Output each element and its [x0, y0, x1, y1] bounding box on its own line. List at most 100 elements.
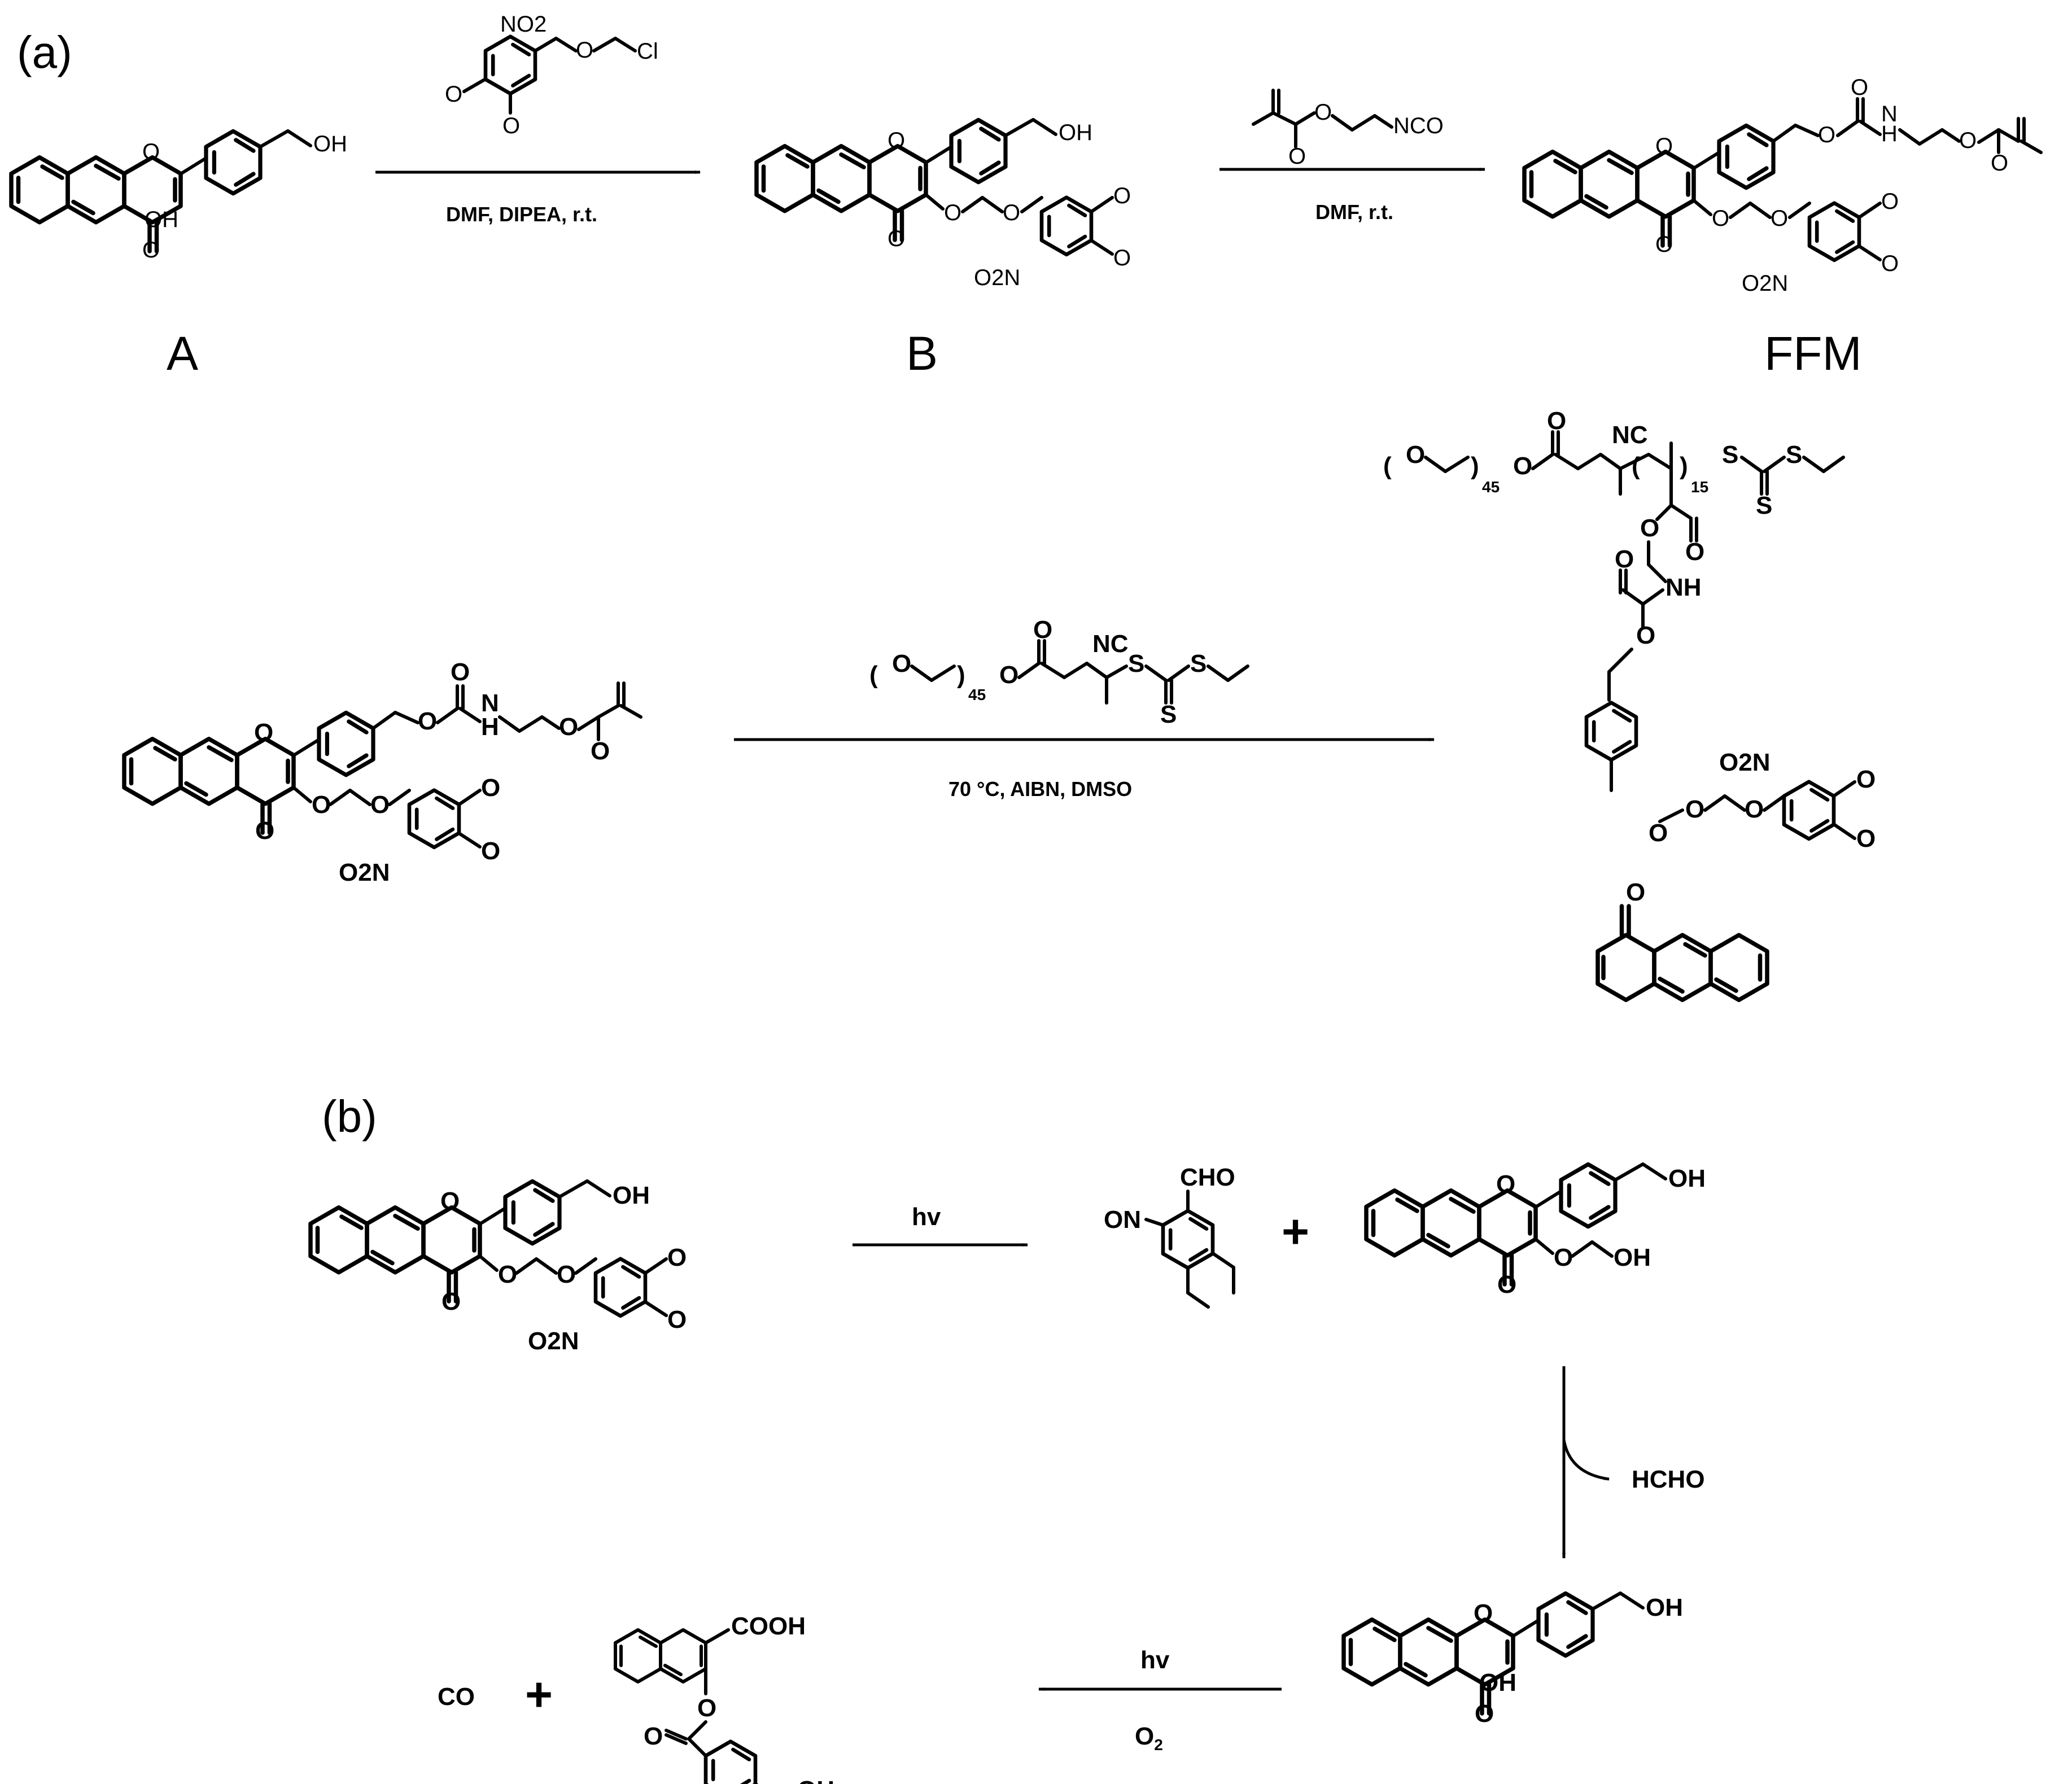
compound-A-label: A — [167, 327, 198, 380]
ester-oxygen-label: O — [1314, 100, 1332, 125]
ring-oxygen-label: O — [254, 719, 273, 746]
plus-sign: + — [1282, 1205, 1309, 1258]
hydroxyl-label: OH — [1668, 1165, 1706, 1192]
carbonyl-oxygen-label: O — [1655, 232, 1673, 257]
ether-oxygen-label: O — [557, 1261, 576, 1288]
nitrile-label: NC — [1612, 421, 1648, 449]
carbonyl-oxygen-label: O — [1475, 1700, 1494, 1728]
ring-oxygen-label: O — [888, 128, 905, 153]
sulfur-label: S — [1786, 441, 1802, 469]
chloro-label: Cl — [637, 39, 658, 64]
carbamate-oxygen-label: O — [1818, 123, 1835, 147]
amide-hydrogen-label: H — [481, 713, 499, 741]
methoxy-oxygen-label: O — [1113, 246, 1131, 270]
peg-repeat-count: 45 — [1482, 478, 1500, 496]
condition-oxygen: O2 — [1135, 1722, 1163, 1754]
ether-oxygen-label: O — [1745, 795, 1764, 823]
ester-oxygen-label: O — [999, 661, 1018, 689]
panel-label-b: (b) — [322, 1091, 377, 1142]
flavonol-product-structure: O OH O OH — [1344, 1593, 1683, 1728]
hydroxyl-label: OH — [613, 1182, 650, 1209]
thione-sulfur-label: S — [1756, 492, 1772, 519]
hydroxyl-label: OH — [1059, 120, 1092, 145]
compound-A-structure: O OH O OH — [11, 131, 347, 263]
carbonyl-oxygen-label: O — [644, 1722, 663, 1750]
reagent-isocyanatoethyl-methacrylate: O O NCO — [1252, 89, 1444, 169]
amide-nitrogen-label: N — [481, 689, 499, 717]
methoxy-oxygen-label: O — [1881, 251, 1899, 276]
depside-product-structure: COOH O O OH — [614, 1612, 834, 1784]
carbonyl-oxygen-label: O — [1033, 616, 1052, 644]
methoxy-oxygen-label: O — [1113, 183, 1131, 208]
condition-step1: DMF, DIPEA, r.t. — [446, 203, 597, 226]
methoxy-oxygen-label: O — [1881, 189, 1899, 214]
methoxy-oxygen-label: O — [481, 774, 500, 802]
ester-oxygen-label: O — [1513, 452, 1532, 480]
hydroxyl-label: OH — [313, 132, 347, 156]
nitro-label: O2N — [974, 265, 1020, 290]
compound-B-label: B — [906, 327, 938, 380]
amide-nitrogen-label: NH — [1666, 574, 1702, 601]
polymer-product-structure: ( O ) 45 O O NC ( ) 15 S S S O — [1383, 407, 1876, 1000]
nitro-label: O2N — [1719, 749, 1770, 776]
nitro-label: NO2 — [500, 12, 547, 37]
ether-oxygen-label: O — [1003, 200, 1020, 225]
polymer-repeat-count: 15 — [1691, 478, 1708, 496]
reagent-nitroveratryl-chloromethyl-ether: NO2 O Cl O O — [445, 12, 658, 138]
carbonyl-oxygen-label: O — [888, 226, 905, 251]
compound-B-structure: O O OH O O O2N O O — [757, 120, 1131, 290]
ester-oxygen-label: O — [1959, 128, 1977, 153]
carbonyl-oxygen-label: O — [1626, 878, 1645, 906]
ring-oxygen-label: O — [1496, 1170, 1515, 1198]
carbamate-carbonyl-label: O — [451, 658, 470, 686]
hcho-release-arrow — [1562, 1439, 1610, 1481]
carboxylic-acid-label: COOH — [731, 1612, 806, 1640]
ether-oxygen-label: O — [576, 38, 593, 63]
peg-bracket: ) — [1471, 452, 1479, 480]
ring-oxygen-label: O — [1655, 134, 1673, 159]
polymer-bracket: ( — [1632, 452, 1640, 480]
ring-oxygen-label: O — [142, 139, 160, 164]
methoxy-oxygen-label: O — [667, 1244, 687, 1271]
peg-bracket: ( — [869, 661, 878, 689]
nitro-label: O2N — [1742, 271, 1788, 296]
ester-oxygen-label: O — [697, 1694, 716, 1722]
hemiacetal-intermediate-structure: O O OH O OH — [1366, 1164, 1706, 1298]
peg-repeat-count: 45 — [968, 686, 986, 703]
ffm-monomer-structure: O O O O N H O O O O O2N O O — [124, 658, 642, 886]
ether-oxygen-label: O — [1771, 206, 1788, 231]
hydroxyl-label: OH — [797, 1776, 834, 1784]
nitrile-label: NC — [1092, 630, 1129, 658]
caged-flavonol-structure: O O OH O O O2N O O — [311, 1181, 687, 1355]
carbonyl-oxygen-label: O — [591, 737, 610, 765]
carbonyl-oxygen-label: O — [1288, 144, 1306, 169]
peg-macro-raft-agent: ( O ) 45 O O NC S S S — [869, 616, 1249, 728]
condition-photolysis1: hv — [912, 1203, 941, 1231]
panel-label-a: (a) — [17, 27, 72, 77]
ring-oxygen-label: O — [440, 1187, 460, 1215]
carbamate-carbonyl-label: O — [1851, 75, 1868, 100]
isocyanate-label: NCO — [1393, 113, 1444, 138]
hydroxyl-label: OH — [1614, 1244, 1651, 1271]
carbonyl-oxygen-label: O — [1497, 1271, 1516, 1298]
ether-oxygen-label: O — [944, 200, 961, 225]
carbonyl-oxygen-label: O — [441, 1288, 461, 1315]
ester-oxygen-label: O — [559, 713, 578, 741]
hydroxyl-label: OH — [1646, 1594, 1683, 1621]
methoxy-oxygen-label: O — [1856, 766, 1876, 793]
nitrosobenzaldehyde-structure: CHO ON — [1104, 1164, 1235, 1309]
nitro-label: O2N — [339, 859, 390, 886]
methoxy-oxygen-label: O — [1856, 825, 1876, 852]
carbonyl-oxygen-label: O — [1991, 151, 2008, 176]
nitro-label: O2N — [528, 1327, 579, 1355]
aldehyde-label: CHO — [1180, 1164, 1235, 1191]
carbonyl-oxygen-label: O — [1685, 538, 1704, 566]
hydroxyl-label: OH — [1479, 1669, 1516, 1696]
carbonyl-oxygen-label: O — [255, 817, 274, 845]
peg-bracket: ) — [957, 661, 965, 689]
thione-sulfur-label: S — [1160, 701, 1177, 728]
methoxy-oxygen-label: O — [481, 837, 500, 865]
ether-oxygen-label: O — [498, 1261, 517, 1288]
methoxy-oxygen-label: O — [667, 1306, 687, 1333]
formaldehyde-label: HCHO — [1632, 1466, 1705, 1493]
